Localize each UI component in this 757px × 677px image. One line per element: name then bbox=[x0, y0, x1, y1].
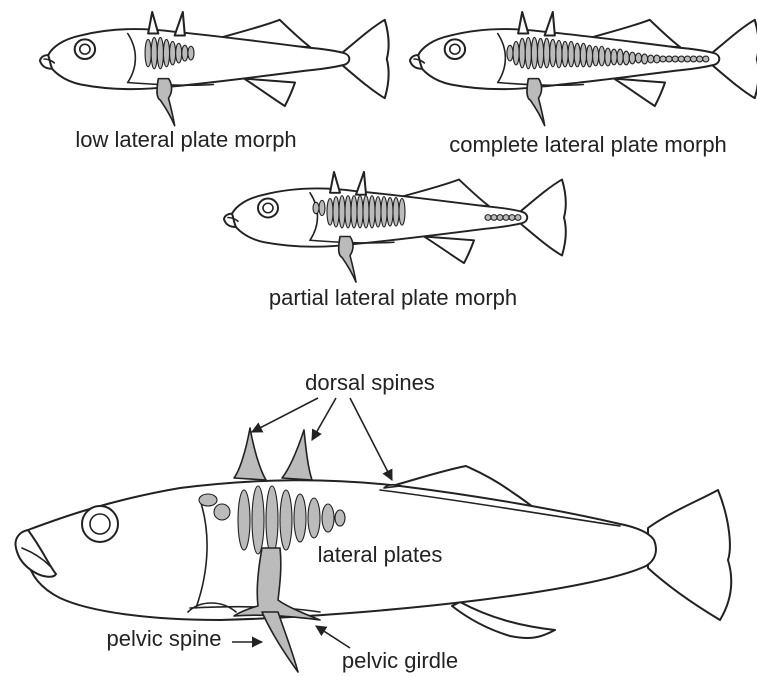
dorsal-spines-arrow-3 bbox=[350, 398, 392, 480]
complete-morph-fish bbox=[410, 12, 757, 126]
dorsal-spines-arrow-2 bbox=[312, 398, 336, 440]
low-morph-fish bbox=[40, 12, 389, 126]
dorsal-spines-arrow-1 bbox=[252, 398, 318, 432]
pelvic-spine-label: pelvic spine bbox=[107, 626, 222, 651]
partial-morph-label: partial lateral plate morph bbox=[269, 285, 517, 310]
pelvic-girdle-label: pelvic girdle bbox=[342, 648, 458, 673]
eye bbox=[82, 506, 118, 542]
dorsal-spine-1 bbox=[234, 428, 266, 480]
pelvic-spine bbox=[262, 612, 298, 672]
low-morph-label: low lateral plate morph bbox=[75, 127, 296, 152]
complete-morph-label: complete lateral plate morph bbox=[449, 132, 727, 157]
lateral-plates-label: lateral plates bbox=[318, 542, 443, 567]
pelvic-girdle-arrow bbox=[316, 626, 350, 648]
dorsal-spines-label: dorsal spines bbox=[305, 370, 435, 395]
partial-morph-fish bbox=[224, 172, 566, 282]
dorsal-spine-2 bbox=[282, 430, 312, 480]
